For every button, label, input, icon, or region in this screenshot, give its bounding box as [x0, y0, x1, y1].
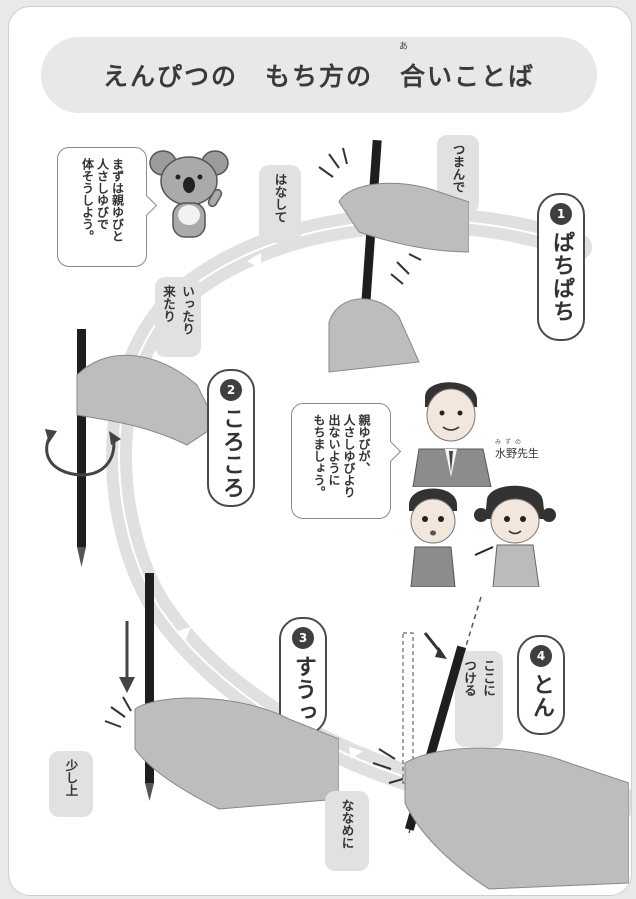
teacher-illustration: [412, 382, 492, 487]
hand-pencil-step3: [104, 573, 339, 810]
teacher-speech-text: 親ゆびが、 人さしゆびより 出ないように もちましょう。: [312, 414, 371, 498]
step-4-label: とん: [529, 673, 554, 719]
page-title: えんぴつの もち方の 合いことば: [102, 62, 535, 91]
hand-pencil-step4: [372, 596, 629, 890]
step-1-label: ぱちぱち: [549, 231, 574, 323]
step-3-badge: 3: [292, 627, 314, 649]
loop-arrows: [177, 253, 363, 759]
hand-pencil-step1: [318, 139, 469, 373]
teacher-name: 水野先生: [495, 447, 539, 460]
koala-speech-text: まずは親ゆびと 人さしゆびで 体そうしよう。: [80, 158, 125, 242]
hand-pencil-step2: [45, 329, 217, 567]
callout-sukoshi-ue: 少し上: [49, 751, 93, 817]
step-1-pachipachi: 1 ぱちぱち: [537, 193, 585, 341]
callout-ittari-kitari: いったり来たり: [155, 277, 201, 357]
koala-illustration: [149, 150, 229, 238]
title-banner: えんぴつの もち方の 合いことば: [41, 37, 597, 113]
title-ruby: あ: [399, 42, 409, 52]
worksheet-page: えんぴつの もち方の 合いことば あ まずは親ゆびと 人さしゆびで 体そうしよう…: [8, 6, 632, 896]
step-3-suu: 3 すうっ: [279, 617, 327, 735]
callout-hanashite: はなして: [259, 165, 301, 243]
step-4-ton: 4 とん: [517, 635, 565, 735]
children-illustration: [409, 485, 556, 587]
step-4-badge: 4: [530, 645, 552, 667]
step-3-label: すうっ: [291, 655, 316, 724]
teacher-speech-bubble: 親ゆびが、 人さしゆびより 出ないように もちましょう。: [291, 403, 402, 519]
teacher-name-ruby: みずの: [495, 439, 526, 446]
step-1-badge: 1: [550, 203, 572, 225]
callout-naname-ni: ななめに: [325, 791, 369, 871]
step-2-label: ころころ: [219, 407, 244, 499]
step-2-korokoro: 2 ころころ: [207, 369, 255, 507]
koala-speech-bubble: まずは親ゆびと 人さしゆびで 体そうしよう。: [57, 147, 158, 267]
callout-koko-ni-tsukeru: ここにつける: [455, 651, 503, 747]
step-2-badge: 2: [220, 379, 242, 401]
